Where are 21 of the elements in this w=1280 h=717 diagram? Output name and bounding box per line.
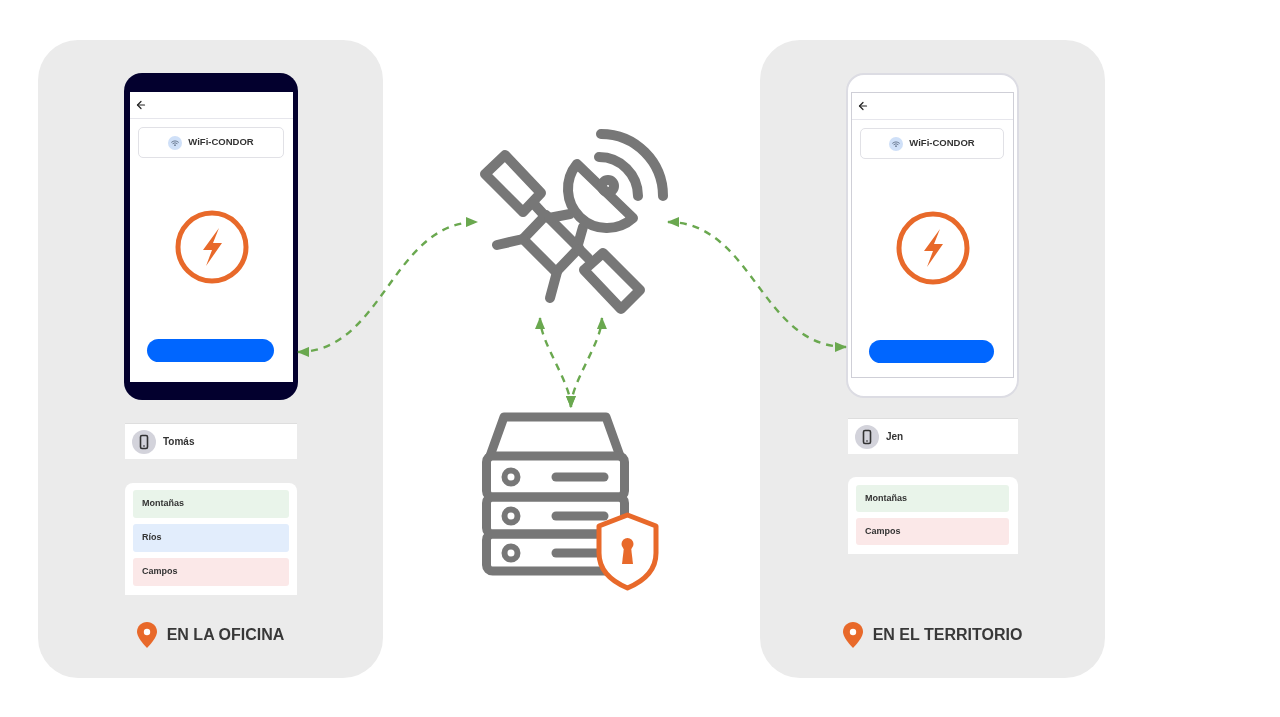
user-card: [848, 418, 1018, 454]
list-card: [125, 483, 297, 595]
dashed-arrow: [667, 218, 847, 351]
user-name: Tomás: [163, 435, 195, 449]
location-panel: [760, 40, 1105, 678]
category-row: Campos: [856, 518, 1009, 545]
location-label: EN LA OFICINA: [166, 627, 285, 643]
category-row: Ríos: [133, 524, 289, 552]
category-row: Campos: [133, 558, 289, 586]
network-name: WiFi-CONDOR: [188, 135, 254, 150]
location-panel: [38, 40, 383, 678]
category-row: Montañas: [133, 490, 289, 518]
category-row: Montañas: [856, 485, 1009, 512]
user-card: [125, 423, 297, 459]
dashed-arrow: [297, 218, 478, 356]
network-name: WiFi-CONDOR: [909, 136, 975, 151]
phone-mockup: [846, 73, 1019, 398]
phone-mockup: [124, 73, 298, 400]
location-label: EN EL TERRITORIO: [872, 627, 1023, 643]
user-name: Jen: [886, 430, 904, 444]
dashed-arrow: [566, 317, 606, 408]
